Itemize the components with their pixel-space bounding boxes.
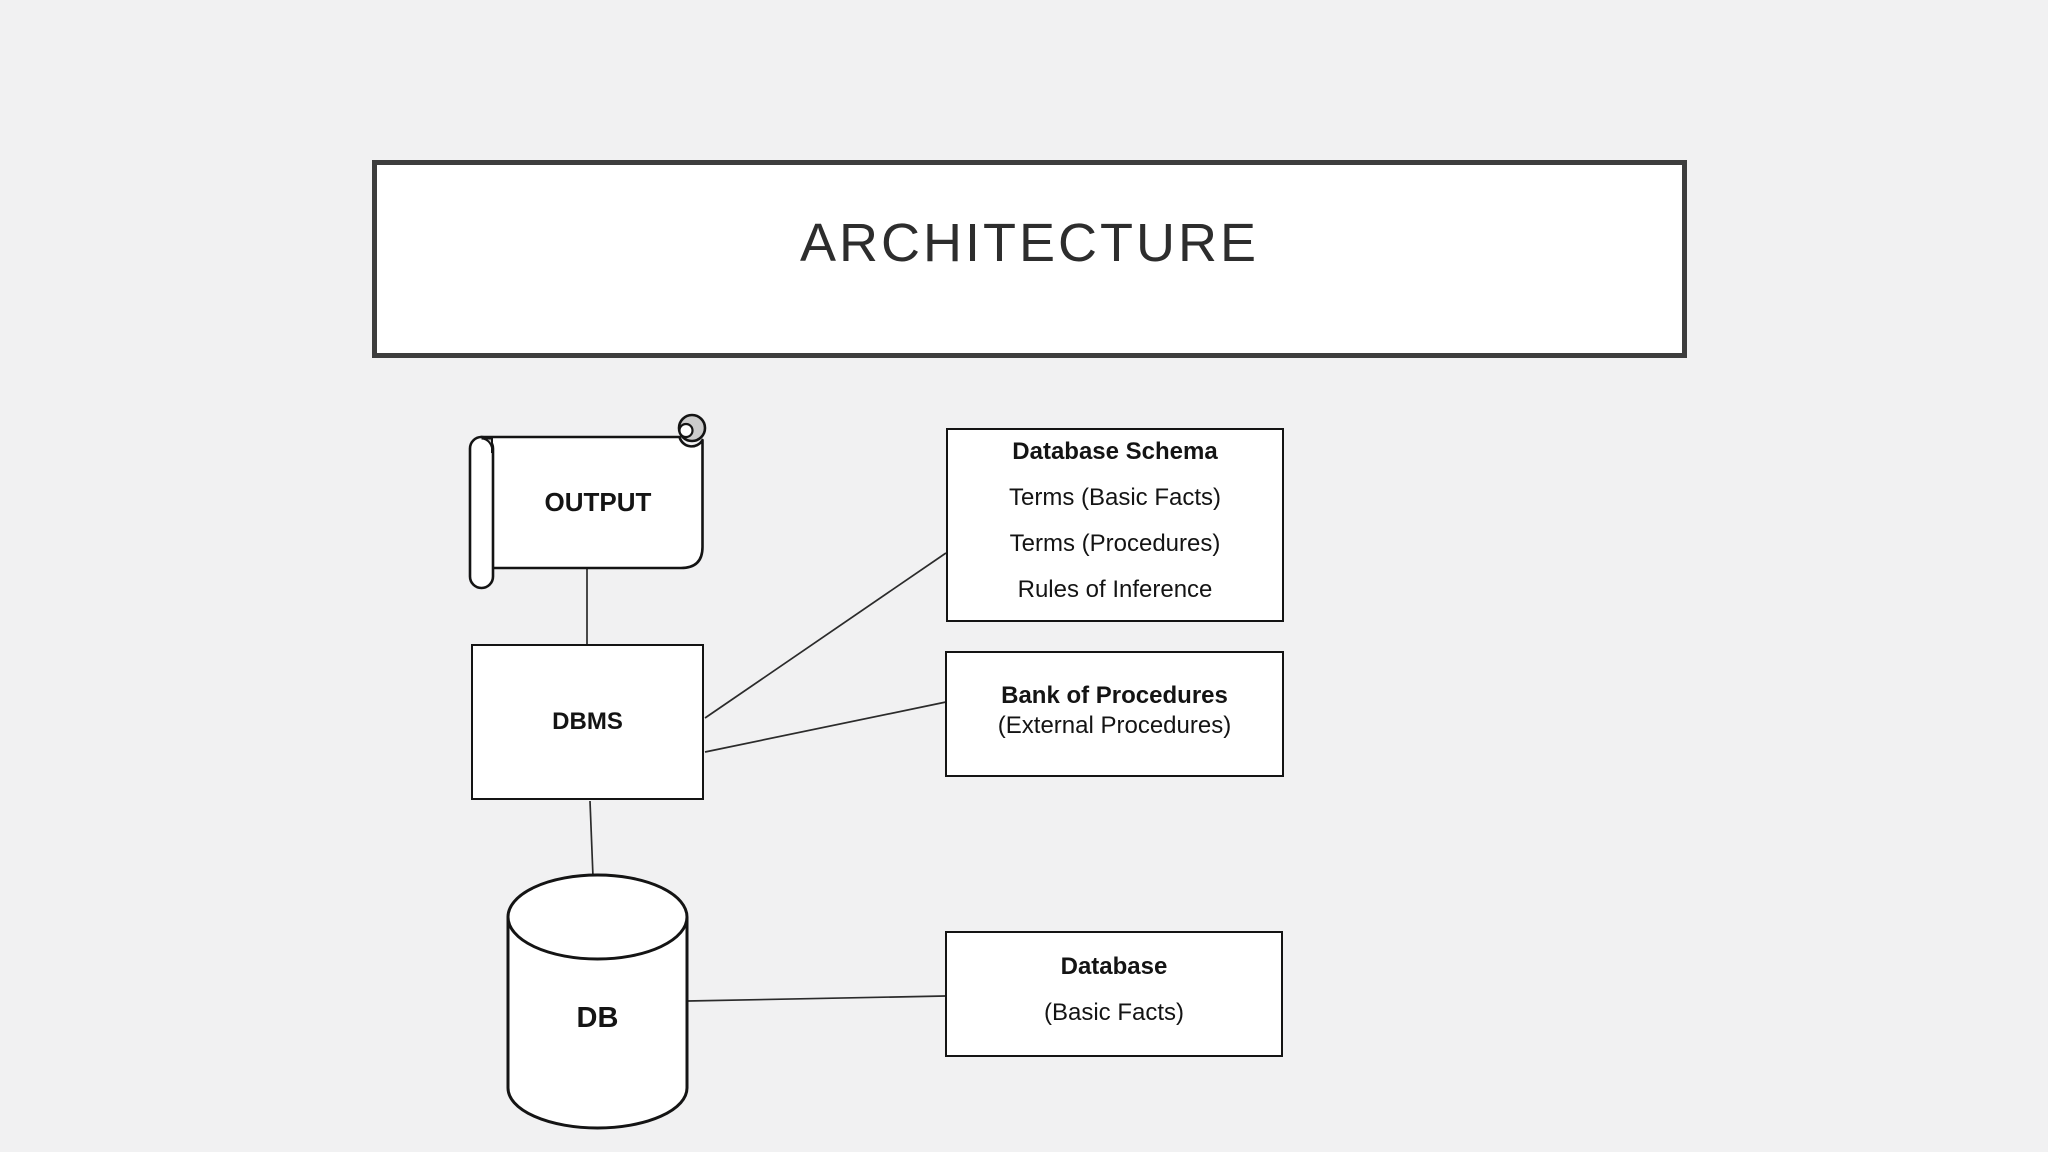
database-schema-line: Terms (Procedures) <box>1009 530 1221 557</box>
cylinder-top <box>506 873 689 961</box>
database-schema-title: Database Schema <box>1012 438 1218 465</box>
edge-dbms-schema <box>704 552 947 719</box>
scroll-roll <box>468 435 495 590</box>
node-dbms: DBMS <box>471 644 704 800</box>
bank-of-procedures-title: Bank of Procedures <box>1001 681 1228 709</box>
box-database-schema: Database Schema Terms (Basic Facts) Term… <box>946 428 1284 622</box>
diagram-title: ARCHITECTURE <box>799 213 1259 273</box>
box-bank-of-procedures: Bank of Procedures (External Procedures) <box>945 651 1284 777</box>
database-line: (Basic Facts) <box>1043 999 1184 1026</box>
node-db-label: DB <box>576 1001 619 1034</box>
scroll-sheet <box>479 435 704 570</box>
bank-of-procedures-line: (External Procedures) <box>997 711 1232 739</box>
edge-dbms-db <box>589 800 594 878</box>
edge-dbms-bank <box>704 701 947 753</box>
title-box: ARCHITECTURE <box>372 160 1687 358</box>
node-dbms-label: DBMS <box>552 708 623 735</box>
database-schema-line: Rules of Inference <box>1017 576 1213 603</box>
scroll-curl-inner <box>678 422 694 439</box>
cylinder-body <box>506 917 689 1130</box>
database-title: Database <box>1060 953 1168 980</box>
edge-db-database <box>687 995 946 1002</box>
cylinder-shape <box>506 873 689 1130</box>
box-database: Database (Basic Facts) <box>945 931 1283 1057</box>
scroll-roll-curl <box>481 437 494 454</box>
database-schema-line: Terms (Basic Facts) <box>1008 484 1221 511</box>
node-output-label: OUTPUT <box>544 487 652 517</box>
scroll-shape <box>468 413 707 590</box>
